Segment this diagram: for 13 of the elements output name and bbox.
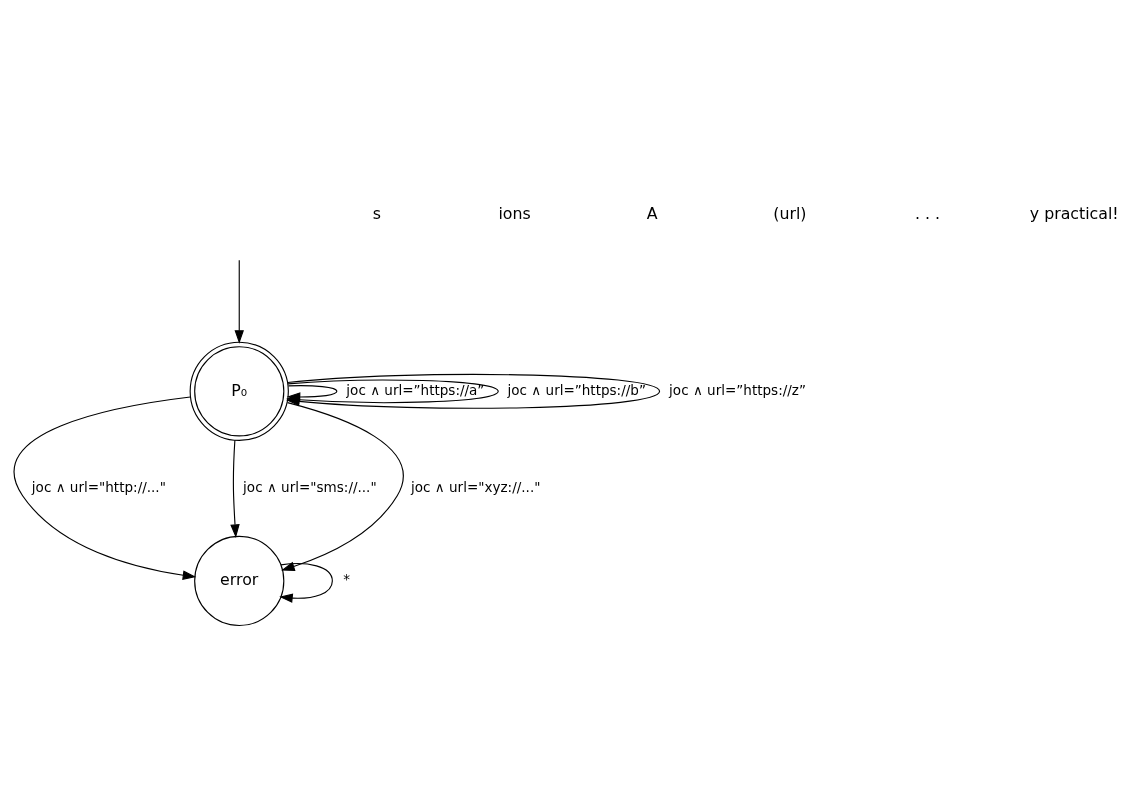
label: ions (498, 204, 531, 224)
edge-label: joc ∧ url="xyz://..." (411, 478, 541, 495)
label: y practical! (1029, 204, 1119, 224)
edge-label: joc ∧ url="sms://..." (243, 478, 377, 495)
label: A (646, 204, 658, 224)
label: . . . (915, 204, 941, 224)
edge-label: joc ∧ url=”https://a” (346, 381, 485, 398)
edge-label: joc ∧ url=”https://b” (507, 381, 646, 398)
label: (url) (773, 204, 807, 224)
edge-label: joc ∧ url=”https://z” (669, 381, 806, 398)
label: s (372, 204, 382, 224)
edge-label: joc ∧ url="http://..." (31, 478, 166, 495)
edge-label: * (343, 571, 350, 588)
